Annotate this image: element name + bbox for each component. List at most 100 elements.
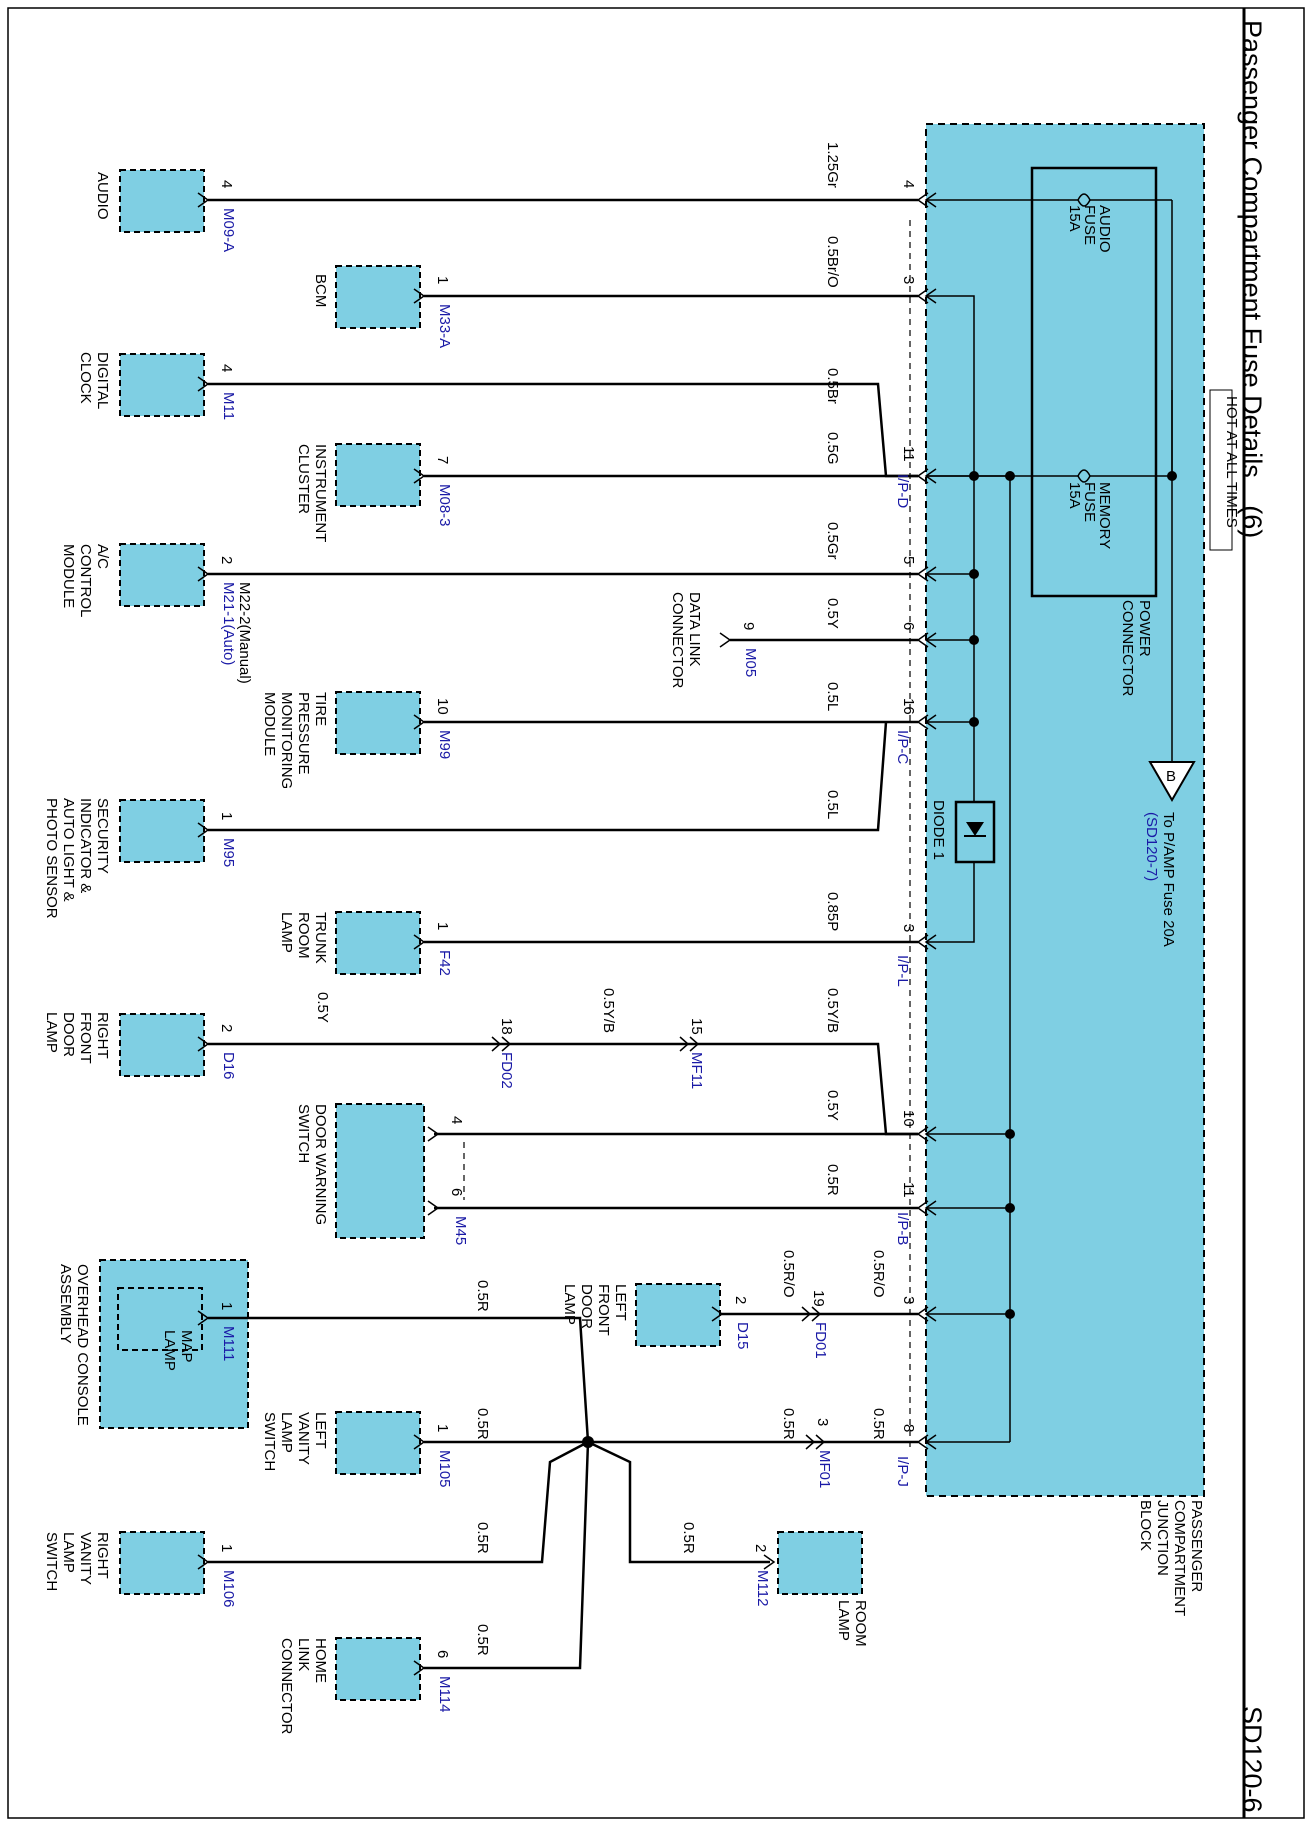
label: M21-1(Auto): [220, 582, 237, 665]
label: 10: [434, 698, 451, 715]
home-link-component: [335, 1637, 421, 1701]
label: 3: [814, 1418, 831, 1426]
component-name: RIGHTVANITYLAMPSWITCH: [43, 1532, 111, 1591]
svg-text:HOT AT ALL TIMES: HOT AT ALL TIMES: [1223, 396, 1240, 528]
label: 11: [900, 1182, 917, 1198]
label: 0.5Y: [824, 598, 841, 629]
label: 0.5Y: [824, 1090, 841, 1121]
component-name: LEFTFRONTDOORLAMP: [561, 1284, 629, 1336]
label: 4: [448, 1116, 465, 1124]
ac-control-module-component: [119, 543, 205, 607]
wire-rvanity: [208, 1440, 589, 1564]
offpage-connector-b: [1148, 761, 1196, 802]
digital-clock-component: [119, 353, 205, 417]
svg-text:I/P-J: I/P-J: [894, 1456, 911, 1487]
label: M05: [742, 648, 759, 677]
label: 16: [900, 698, 917, 715]
svg-text:POWERCONNECTOR: POWERCONNECTOR: [1119, 600, 1153, 697]
audio-fuse: AUDIOFUSE15A: [926, 193, 1172, 253]
label: 8: [900, 1424, 917, 1432]
label: 0.5R: [870, 1408, 887, 1440]
instrument-cluster-component: [335, 443, 421, 507]
component-name: AUDIO: [94, 172, 111, 220]
wire-room: [587, 1440, 770, 1564]
label: M99: [436, 730, 453, 759]
label: 0.5R/O: [780, 1250, 797, 1298]
label: 0.5R: [474, 1408, 491, 1440]
svg-text:I/P-D: I/P-D: [894, 474, 911, 508]
wire-security: [208, 721, 888, 832]
label: 0.5L: [824, 682, 841, 711]
label: 0.5Y/B: [824, 988, 841, 1033]
label: 2: [752, 1544, 769, 1552]
label: 9: [740, 622, 757, 630]
hot-at-all-times-label: HOT AT ALL TIMES: [1209, 389, 1240, 551]
power-connector-box: [1030, 166, 1158, 598]
trunk-room-lamp-component: [335, 911, 421, 975]
component-name: RIGHTFRONTDOORLAMP: [43, 1012, 111, 1064]
label: M08-3: [436, 484, 453, 527]
component-name: DOOR WARNINGSWITCH: [295, 1104, 329, 1225]
svg-text:Passenger Compartment Fuse Det: Passenger Compartment Fuse Details (6): [1237, 20, 1267, 538]
map-lamp: [117, 1287, 203, 1351]
component-name: SECURITYINDICATOR &AUTO LIGHT &PHOTO SEN…: [43, 798, 111, 919]
label: M112: [754, 1570, 771, 1606]
component-name: BCM: [312, 274, 329, 307]
svg-text:I/P-C: I/P-C: [894, 730, 911, 764]
connector-id: M09-A: [220, 208, 237, 252]
label: 6: [448, 1188, 465, 1196]
bcm-component: [335, 265, 421, 329]
label: 15: [688, 1018, 705, 1035]
component-name: TIREPRESSUREMONITORINGMODULE: [261, 692, 329, 789]
comp-pin: 4: [218, 180, 235, 188]
label: 11: [900, 446, 917, 462]
component-name: HOMELINKCONNECTOR: [278, 1638, 329, 1735]
label: 0.5R: [680, 1522, 697, 1554]
right-vanity-switch-component: [119, 1531, 205, 1595]
component-name: DATA LINKCONNECTOR: [669, 592, 703, 689]
label: 0.5Br/O: [824, 236, 841, 288]
svg-text:MEMORYFUSE15A: MEMORYFUSE15A: [1066, 482, 1113, 549]
label: 0.5R/O: [870, 1250, 887, 1298]
right-front-door-lamp-component: [119, 1013, 205, 1077]
wire-color-label: 1.25Gr: [824, 142, 841, 188]
svg-text:DIODE 1: DIODE 1: [930, 800, 947, 860]
label: M33-A: [436, 304, 453, 348]
label: 0.5Y/B: [600, 988, 617, 1033]
label: 3: [900, 924, 917, 932]
label: 2: [218, 1024, 235, 1032]
audio-component: [119, 169, 205, 233]
label: 1: [434, 1424, 451, 1432]
label: 2: [732, 1296, 749, 1304]
label: M114: [436, 1676, 453, 1712]
memory-fuse: MEMORYFUSE15A: [926, 469, 1172, 549]
component-name: A/CCONTROLMODULE: [60, 544, 111, 617]
label: 0.5R: [474, 1522, 491, 1554]
left-vanity-switch-component: [335, 1411, 421, 1475]
label: 0.5Y: [314, 992, 331, 1023]
label: D16: [220, 1052, 237, 1080]
component-name: OVERHEAD CONSOLEASSEMBLY: [57, 1264, 91, 1426]
label: FD02: [498, 1052, 515, 1089]
label: MF11: [688, 1052, 705, 1089]
diode-1: DIODE 1: [930, 800, 996, 864]
jb-pin: 4: [900, 180, 917, 188]
left-front-door-lamp-component: [635, 1283, 721, 1347]
label: 3: [900, 276, 917, 284]
svg-text:B: B: [1166, 768, 1176, 785]
label: 0.5G: [824, 432, 841, 465]
label: 6: [434, 1650, 451, 1658]
room-lamp-component: [777, 1531, 863, 1595]
label: 10: [900, 1110, 917, 1127]
label: MF01: [816, 1450, 833, 1488]
page-title: Passenger Compartment Fuse Details: [1237, 20, 1267, 478]
svg-text:I/P-L: I/P-L: [894, 955, 911, 987]
sheet-frame: [7, 7, 1305, 1819]
door-warning-switch-component: [335, 1103, 425, 1239]
svg-text:To P/AMP Fuse 20A: To P/AMP Fuse 20A: [1160, 812, 1177, 947]
label: 1: [218, 812, 235, 820]
security-indicator-component: [119, 799, 205, 863]
title-group: Passenger Compartment Fuse Details (6) S…: [1237, 20, 1267, 1813]
component-name: TRUNKROOMLAMP: [278, 912, 329, 964]
